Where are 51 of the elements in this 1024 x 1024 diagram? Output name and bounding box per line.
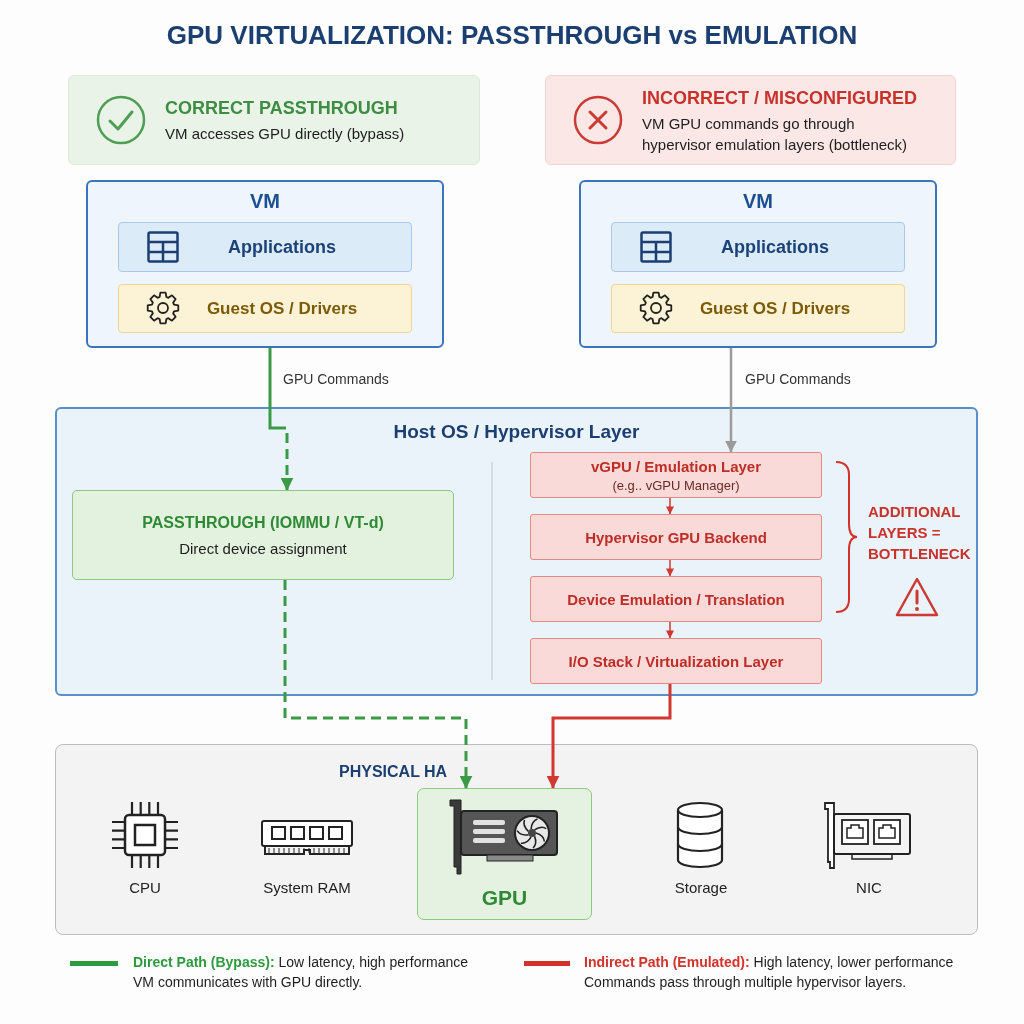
legend-text: Direct Path (Bypass): Low latency, high performance VM communicates with GPU directly. bbox=[133, 953, 470, 992]
arrow bbox=[283, 580, 473, 789]
component-label: CPU bbox=[129, 879, 161, 896]
layer-box bbox=[530, 452, 822, 498]
arrow bbox=[666, 559, 674, 577]
component-label: Storage bbox=[674, 879, 728, 896]
arrow bbox=[666, 497, 674, 515]
layer-label: I/O Stack / Virtualization Layer bbox=[568, 652, 784, 670]
arrow bbox=[546, 684, 672, 789]
layer-label: vGPU / Emulation Layer bbox=[590, 457, 761, 475]
banner-text: VM GPU commands go through hypervisor emulation layers (bottleneck) bbox=[642, 113, 909, 155]
hypervisor-panel bbox=[55, 407, 978, 696]
component-label: System RAM bbox=[263, 879, 351, 896]
layer-box bbox=[118, 222, 412, 272]
arrow bbox=[268, 348, 294, 491]
layer-box bbox=[118, 284, 412, 333]
vm-panel bbox=[86, 180, 444, 348]
diagram-title: GPU VIRTUALIZATION: PASSTHROUGH vs EMULATION bbox=[166, 20, 858, 51]
layer-label: Applications bbox=[228, 236, 336, 258]
panel-heading: VM bbox=[250, 190, 280, 213]
highlight-tile bbox=[417, 788, 592, 920]
layer-label: Guest OS / Drivers bbox=[206, 298, 358, 319]
annotation-text: ADDITIONAL LAYERS = BOTTLENECK bbox=[868, 502, 972, 564]
hardware-panel bbox=[55, 744, 978, 935]
layer-box bbox=[530, 514, 822, 560]
layer-box bbox=[530, 576, 822, 622]
status-banner bbox=[545, 75, 956, 165]
box-subtext: Direct device assignment bbox=[179, 539, 347, 557]
component-label: GPU bbox=[481, 886, 528, 910]
legend-text: Indirect Path (Emulated): High latency, lower performance Commands pass through multiple hypervisor layers. bbox=[584, 953, 955, 992]
panel-heading: Host OS / Hypervisor Layer bbox=[393, 421, 640, 443]
layer-label: Applications bbox=[721, 236, 829, 258]
layer-box bbox=[611, 222, 905, 272]
panel-heading: PHYSICAL HA bbox=[339, 763, 448, 781]
component-label: NIC bbox=[856, 879, 882, 896]
layer-subtext: (e.g.. vGPU Manager) bbox=[612, 477, 740, 493]
vm-panel bbox=[579, 180, 937, 348]
box-heading: PASSTHROUGH (IOMMU / VT-d) bbox=[142, 513, 384, 532]
banner-text: VM accesses GPU directly (bypass) bbox=[165, 124, 405, 144]
layer-label: Guest OS / Drivers bbox=[699, 298, 851, 319]
layer-box bbox=[611, 284, 905, 333]
banner-heading: INCORRECT / MISCONFIGURED bbox=[642, 86, 917, 110]
panel-heading: VM bbox=[743, 190, 773, 213]
passthrough-box bbox=[72, 490, 454, 580]
status-banner bbox=[68, 75, 480, 165]
layer-box bbox=[530, 638, 822, 684]
layer-label: Hypervisor GPU Backend bbox=[585, 528, 767, 546]
arrow bbox=[666, 621, 674, 639]
layer-label: Device Emulation / Translation bbox=[567, 590, 785, 608]
arrow bbox=[725, 348, 737, 453]
banner-heading: CORRECT PASSTHROUGH bbox=[165, 97, 398, 120]
